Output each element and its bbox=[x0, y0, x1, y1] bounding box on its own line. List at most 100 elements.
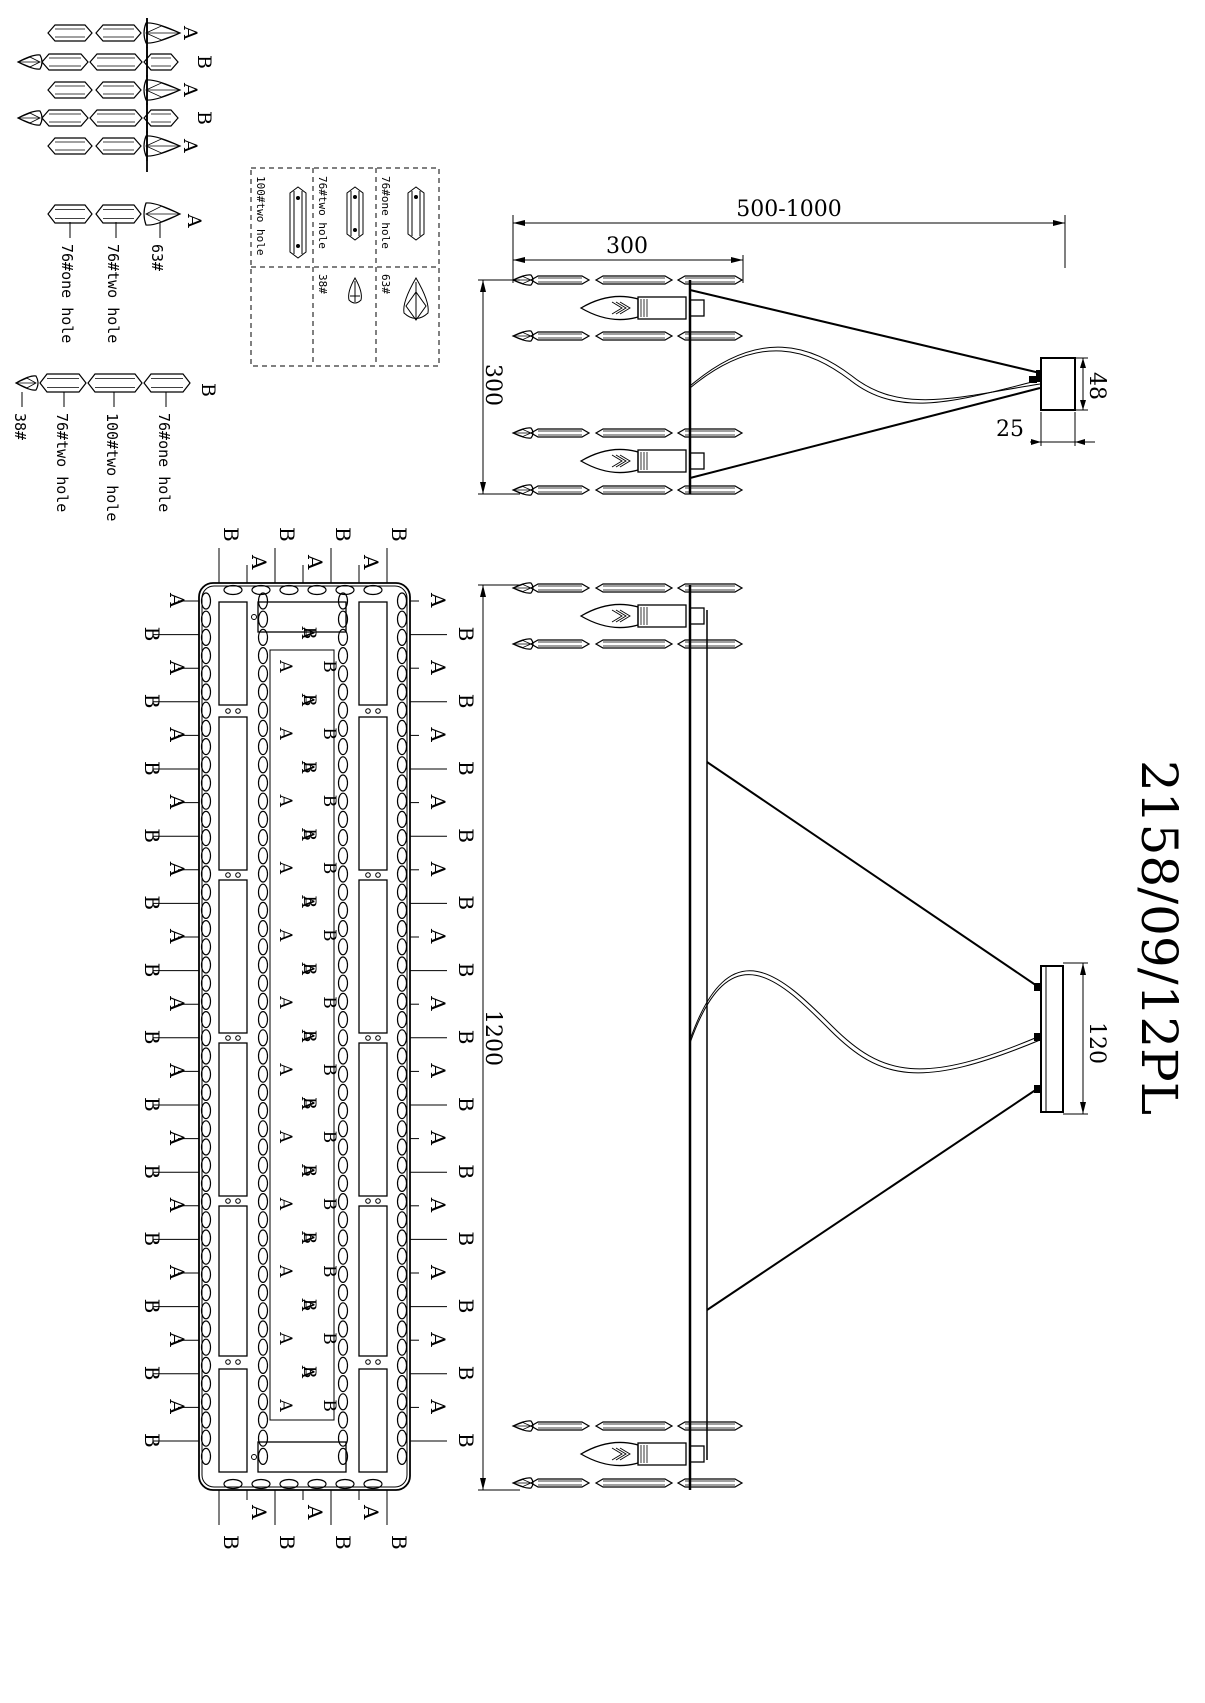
crystal-hole bbox=[337, 883, 349, 901]
crystal-hole bbox=[335, 584, 355, 596]
plan-label: A bbox=[297, 693, 317, 707]
crystal-hole bbox=[200, 1393, 212, 1411]
frame-panel bbox=[218, 1042, 248, 1197]
plan-label: B bbox=[454, 627, 478, 642]
crystal-hole bbox=[396, 1065, 408, 1083]
crystal-hole bbox=[200, 1010, 212, 1029]
crystal-hole bbox=[257, 1447, 269, 1466]
crystal-hole bbox=[257, 919, 269, 938]
crystal-hole bbox=[396, 1138, 408, 1156]
crystal-hole bbox=[337, 701, 349, 719]
crystal-hole bbox=[337, 610, 349, 628]
crystal-hole bbox=[200, 1101, 212, 1120]
crystal-hole bbox=[337, 1447, 349, 1466]
side-strand-row bbox=[511, 582, 744, 594]
plan-label: A bbox=[426, 928, 450, 944]
crystal-hole bbox=[257, 865, 269, 883]
frame-panel bbox=[358, 601, 388, 706]
crystal-hole bbox=[200, 919, 212, 938]
crystal-hole bbox=[396, 919, 408, 938]
crystal-hole bbox=[337, 1338, 349, 1356]
crystal-hole bbox=[396, 1047, 408, 1065]
plan-label: A bbox=[297, 827, 317, 841]
plan-label: A bbox=[275, 1062, 295, 1076]
crystal-hole bbox=[396, 1320, 408, 1338]
crystal-hole bbox=[200, 1138, 212, 1156]
crystal-hole bbox=[396, 1338, 408, 1356]
crystal-hole bbox=[200, 737, 212, 756]
crystal-hole bbox=[200, 883, 212, 901]
crystal-hole bbox=[396, 1083, 408, 1102]
crystal-hole bbox=[337, 646, 349, 665]
plan-label: A bbox=[359, 554, 383, 570]
plan-label: B bbox=[319, 1131, 339, 1144]
crystal-hole bbox=[337, 1356, 349, 1375]
plan-label: A bbox=[297, 1365, 317, 1379]
plan-label: B bbox=[140, 828, 164, 843]
plan-label: B bbox=[319, 1063, 339, 1076]
plan-label: A bbox=[297, 1163, 317, 1177]
crystal-hole bbox=[337, 774, 349, 792]
plan-label: A bbox=[297, 1096, 317, 1110]
plan-label: A bbox=[426, 659, 450, 675]
legend-strand-a-detail: A 76#one hole 76#two hole 63# bbox=[47, 202, 205, 343]
crystal-hole bbox=[200, 1356, 212, 1375]
frame-panel bbox=[218, 601, 248, 706]
crystal-hole bbox=[223, 584, 243, 596]
dim-canopy-offset: 25 bbox=[996, 417, 1024, 442]
plan-label: A bbox=[165, 659, 189, 675]
crystal-hole bbox=[257, 774, 269, 792]
crystal-hole bbox=[396, 610, 408, 628]
frame-panel bbox=[358, 1205, 388, 1357]
plan-label: B bbox=[299, 1299, 319, 1312]
crystal-hole bbox=[257, 628, 269, 647]
crystal-hole bbox=[200, 1120, 212, 1138]
plan-label: B bbox=[331, 1535, 355, 1550]
crystal-hole bbox=[200, 1174, 212, 1193]
crystal-hole bbox=[337, 1029, 349, 1047]
crystal-hole bbox=[257, 1320, 269, 1338]
crystal-hole bbox=[200, 1229, 212, 1247]
plan-label: A bbox=[165, 861, 189, 877]
legend-row-label: A bbox=[179, 138, 201, 153]
crystal-hole bbox=[337, 1302, 349, 1320]
plan-label: A bbox=[275, 1264, 295, 1278]
plan-label: A bbox=[426, 1062, 450, 1078]
plan-label: A bbox=[275, 1398, 295, 1412]
crystal-hole bbox=[257, 1302, 269, 1320]
crystal-hole bbox=[257, 701, 269, 719]
part-76-two-hole: 76#two hole bbox=[316, 176, 329, 249]
part-38: 38# bbox=[316, 274, 329, 294]
strand-b-part-4: 76#one hole bbox=[155, 413, 173, 512]
plan-label: A bbox=[165, 1197, 189, 1213]
plan-label: B bbox=[319, 996, 339, 1009]
crystal-hole bbox=[337, 1265, 349, 1284]
crystal-hole bbox=[200, 1411, 212, 1429]
plan-label: B bbox=[140, 761, 164, 776]
plan-label: B bbox=[387, 527, 411, 542]
crystal-hole bbox=[396, 628, 408, 647]
crystal-hole bbox=[257, 1156, 269, 1174]
crystal-hole bbox=[200, 1338, 212, 1356]
crystal-hole bbox=[200, 956, 212, 974]
frame-panel bbox=[358, 716, 388, 871]
plan-label: B bbox=[299, 761, 319, 774]
plan-label: A bbox=[426, 592, 450, 608]
crystal-hole bbox=[200, 774, 212, 792]
crystal-hole bbox=[396, 719, 408, 738]
crystal-hole bbox=[363, 584, 383, 596]
plan-label: B bbox=[319, 795, 339, 808]
crystal-hole bbox=[337, 1374, 349, 1393]
plan-label: A bbox=[165, 1130, 189, 1146]
crystal-hole bbox=[257, 1029, 269, 1047]
crystal-hole bbox=[396, 1374, 408, 1393]
crystal-hole bbox=[337, 1083, 349, 1102]
crystal-hole bbox=[337, 1320, 349, 1338]
plan-label: B bbox=[331, 527, 355, 542]
plan-label: A bbox=[426, 1197, 450, 1213]
crystal-hole bbox=[337, 592, 349, 610]
crystal-hole bbox=[257, 592, 269, 610]
plan-label: B bbox=[140, 1097, 164, 1112]
legend-strand-4: B bbox=[16, 103, 215, 133]
legend-strand-3: A bbox=[47, 75, 201, 105]
